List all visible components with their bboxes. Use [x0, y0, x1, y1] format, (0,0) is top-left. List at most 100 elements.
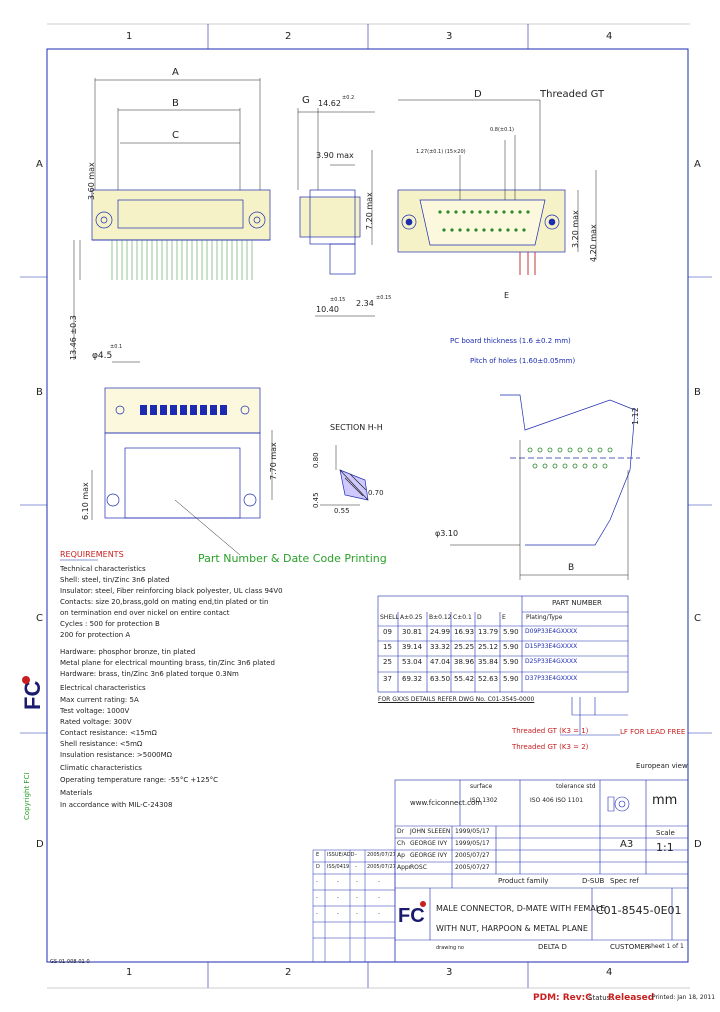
table-cell: 38.96 [454, 658, 475, 666]
zone-top-1: 1 [126, 31, 133, 42]
pn-table-title: PART NUMBER [552, 599, 602, 607]
inner-border [46, 48, 689, 963]
table-cell: 5.90 [503, 658, 519, 666]
scale-value: 1:1 [656, 841, 674, 854]
revision-cell: - [355, 852, 357, 858]
units-value: mm [652, 793, 678, 808]
tolerance-label: tolerance std [556, 783, 596, 790]
footprint [500, 394, 640, 546]
title-line-2: WITH NUT, HARPOON & METAL PLANE [436, 924, 588, 933]
zone-top-4: 4 [606, 31, 613, 42]
table-cell: 25.12 [478, 643, 499, 651]
dim-f45: φ4.5 [92, 351, 113, 361]
revision-cell: - [355, 864, 357, 870]
table-cell: 63.50 [430, 675, 451, 683]
top-view-contacts [438, 210, 530, 232]
req-line: 200 for protection A [60, 631, 131, 639]
zone-bottom-1: 1 [126, 967, 133, 978]
approval-cell: Appr [397, 864, 412, 871]
approval-cell: Dr [397, 828, 405, 835]
revision-cell: - [316, 911, 318, 917]
zone-top-2: 2 [285, 31, 292, 42]
revision-cell: - [356, 879, 358, 885]
req-line: Contact resistance: <15mΩ [60, 729, 157, 737]
pn-table-grid [377, 595, 629, 693]
sheet-count: sheet 1 of 1 [648, 943, 684, 950]
surface-value: ISO 1302 [470, 797, 498, 804]
pitch-note: Pitch of holes (1.60±0.05mm) [470, 357, 576, 365]
delta-value: DELTA D [538, 943, 567, 951]
section-hh-title: SECTION H-H [330, 423, 383, 432]
table-cell: 52.63 [478, 675, 499, 683]
zone-right-b: B [694, 387, 701, 398]
req-line: Test voltage: 1000V [60, 707, 130, 715]
zone-left-d: D [36, 839, 44, 850]
dim-720: 7.20 max [365, 192, 374, 230]
zone-right-d: D [694, 839, 702, 850]
european-view-label: European view [636, 762, 688, 770]
side-view [299, 189, 361, 275]
zone-left-c: C [36, 613, 43, 624]
req-line: Shell: steel, tin/Zinc 3n6 plated [60, 576, 170, 584]
printed-date: Printed: Jan 18, 2011 [652, 994, 716, 1001]
dim-045: 0.45 [312, 492, 320, 508]
table-cell: 25 [383, 658, 392, 666]
front-view [91, 189, 271, 241]
req-line: Cycles : 500 for protection B [60, 620, 160, 628]
req-line: Hardware: brass, tin/Zinc 3n6 plated tor… [60, 670, 239, 678]
pn-col-d: D [477, 614, 482, 621]
approval-cell: GEORGE IVY [410, 840, 448, 847]
table-cell: D15P33E4GXXXX [525, 643, 578, 650]
table-cell: D25P33E4GXXXX [525, 658, 578, 665]
requirements-title: REQUIREMENTS [60, 550, 124, 559]
copyright-label: Copyright FCI [23, 772, 31, 820]
dim-610: 6.10 max [81, 482, 90, 520]
req-line: Climatic characteristics [60, 764, 142, 772]
table-cell: 37 [383, 675, 392, 683]
zone-top-3: 3 [446, 31, 453, 42]
req-line: Insulation resistance: >5000MΩ [60, 751, 172, 759]
title-block-grid [394, 779, 689, 963]
req-line: Hardware: phosphor bronze, tin plated [60, 648, 196, 656]
section-hh [339, 469, 369, 501]
revision-cell: ISSUE/ADD [327, 852, 355, 858]
dim-f45-tol: ±0.1 [110, 344, 123, 350]
status-value: Released [608, 993, 655, 1003]
dim-234: 2.34 [356, 299, 374, 308]
svg-text:FC: FC [20, 681, 45, 710]
table-cell: 16.93 [454, 628, 475, 636]
revision-cell: - [356, 911, 358, 917]
revision-grid [312, 849, 396, 963]
table-cell: 5.90 [503, 643, 519, 651]
dim-320: 3.20 max [571, 210, 580, 248]
pn-col-c: C±0.1 [453, 614, 472, 621]
front-view-pins [111, 240, 253, 280]
table-cell: 5.90 [503, 628, 519, 636]
revision-cell: - [337, 911, 339, 917]
req-line: Electrical characteristics [60, 684, 146, 692]
hole-note-1: 1.27(±0.1) (15×20) [416, 149, 466, 155]
website-link[interactable]: www.fciconnect.com [410, 799, 483, 807]
requirements-list: Technical characteristics Shell: steel, … [60, 566, 322, 813]
threaded-k3-2: Threaded GT (K3 = 2) [512, 743, 589, 751]
req-line: Insulator: steel, Fiber reinforcing blac… [60, 587, 283, 595]
dim-055: 0.55 [334, 507, 350, 515]
approval-cell: 1999/05/17 [455, 828, 490, 835]
dim-f310: φ3.10 [435, 529, 459, 538]
revision-cell: - [378, 879, 380, 885]
table-cell: 09 [383, 628, 392, 636]
fci-logo-big-icon: FC [398, 895, 426, 929]
approval-cell: 2005/07/27 [455, 852, 490, 859]
approval-cell: Ap [397, 852, 405, 859]
title-line-1: MALE CONNECTOR, D-MATE WITH FEMALE [436, 904, 606, 913]
product-family-label: Product family [498, 877, 549, 885]
table-cell: 25.25 [454, 643, 475, 651]
bottom-view-pads [140, 405, 227, 415]
footprint-holes [527, 447, 613, 469]
req-line: Rated voltage: 300V [60, 718, 132, 726]
hole-note-2: 0.8(±0.1) [490, 127, 514, 133]
table-cell: 5.90 [503, 675, 519, 683]
req-line: In accordance with MIL-C-24308 [60, 801, 173, 809]
part-number-printing-label: Part Number & Date Code Printing [198, 552, 387, 565]
drawing-no-label: drawing no [436, 945, 464, 951]
